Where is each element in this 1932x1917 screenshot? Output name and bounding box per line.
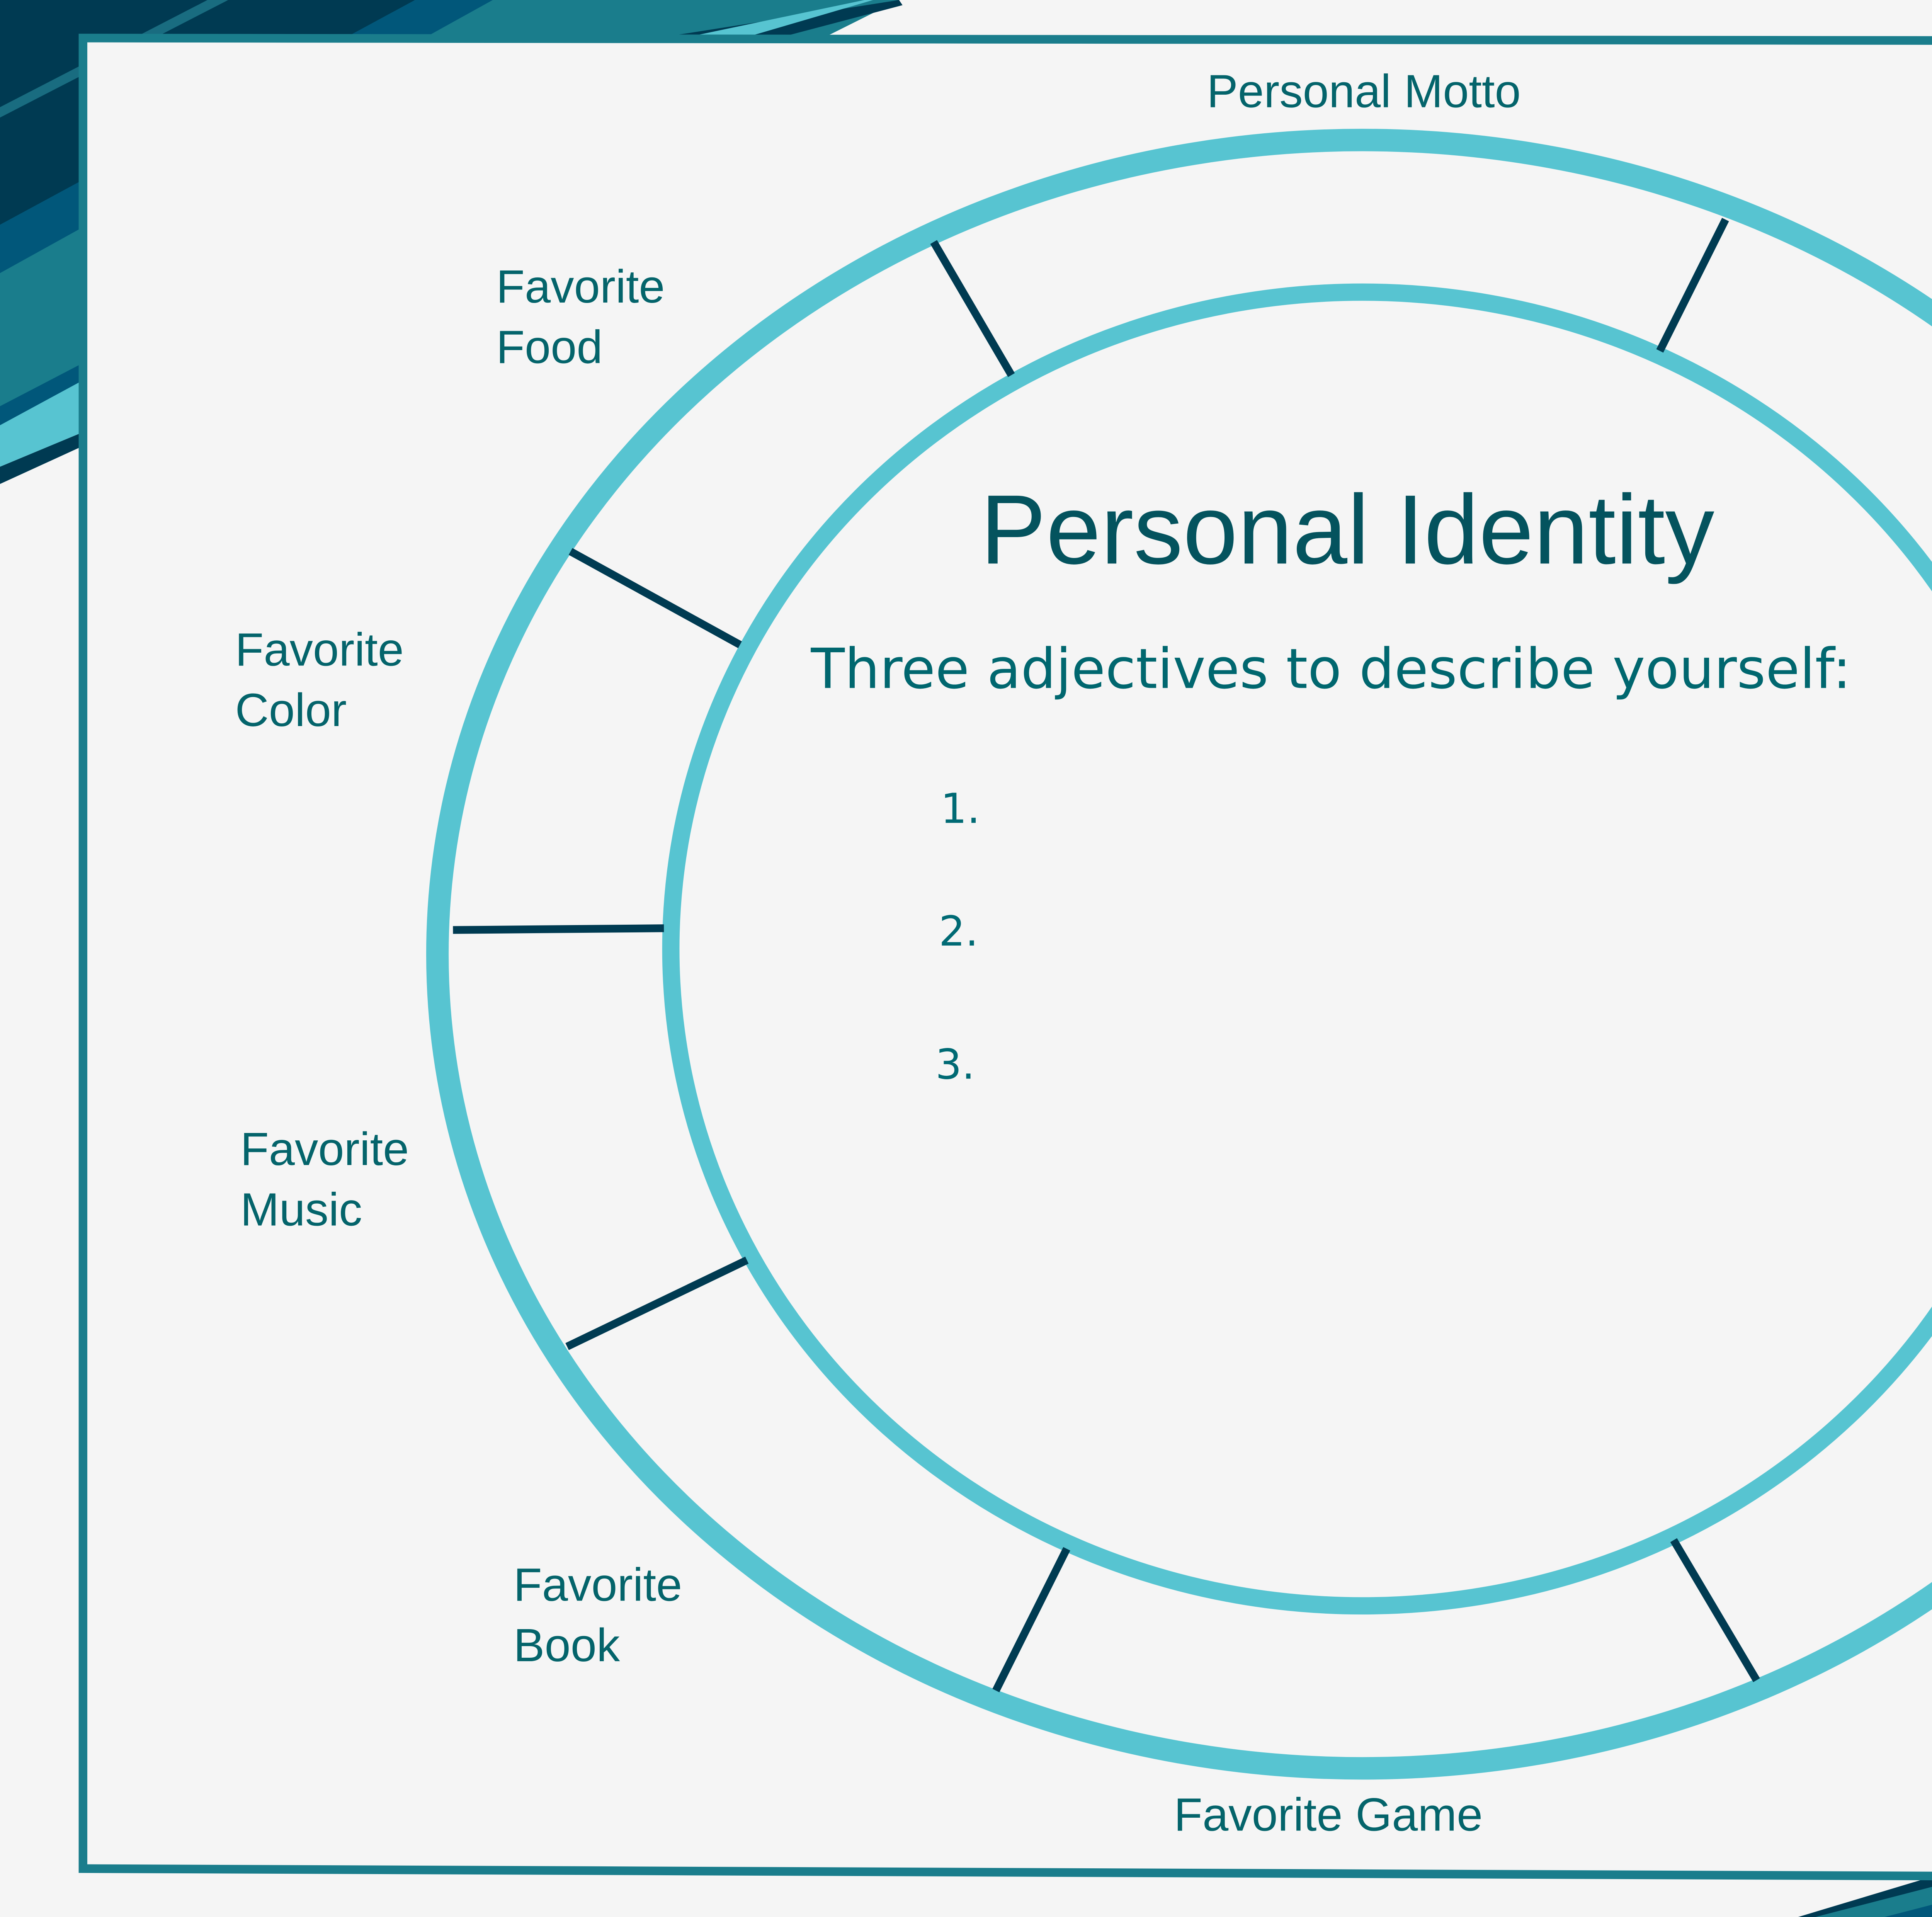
ring-dividers xyxy=(453,218,1760,1692)
label-favorite-color: Favorite Color xyxy=(235,624,404,737)
adjective-field-1[interactable]: 1. xyxy=(940,784,980,833)
adjective-field-2[interactable]: 2. xyxy=(939,907,979,956)
outer-ring xyxy=(426,129,1932,1779)
page-title: Personal Identity xyxy=(980,475,1714,586)
label-favorite-book: Favorite Book xyxy=(513,1559,682,1672)
adjective-field-3[interactable]: 3. xyxy=(935,1040,975,1089)
adjectives-prompt: Three adjectives to describe yourself: xyxy=(811,636,1851,702)
inner-ring xyxy=(662,284,1932,1614)
label-personal-motto: Personal Motto xyxy=(1207,65,1521,118)
page-frame xyxy=(78,34,1932,1881)
label-favorite-music: Favorite Music xyxy=(240,1123,409,1236)
label-favorite-food: Favorite Food xyxy=(496,261,665,374)
label-favorite-game: Favorite Game xyxy=(1174,1789,1483,1841)
